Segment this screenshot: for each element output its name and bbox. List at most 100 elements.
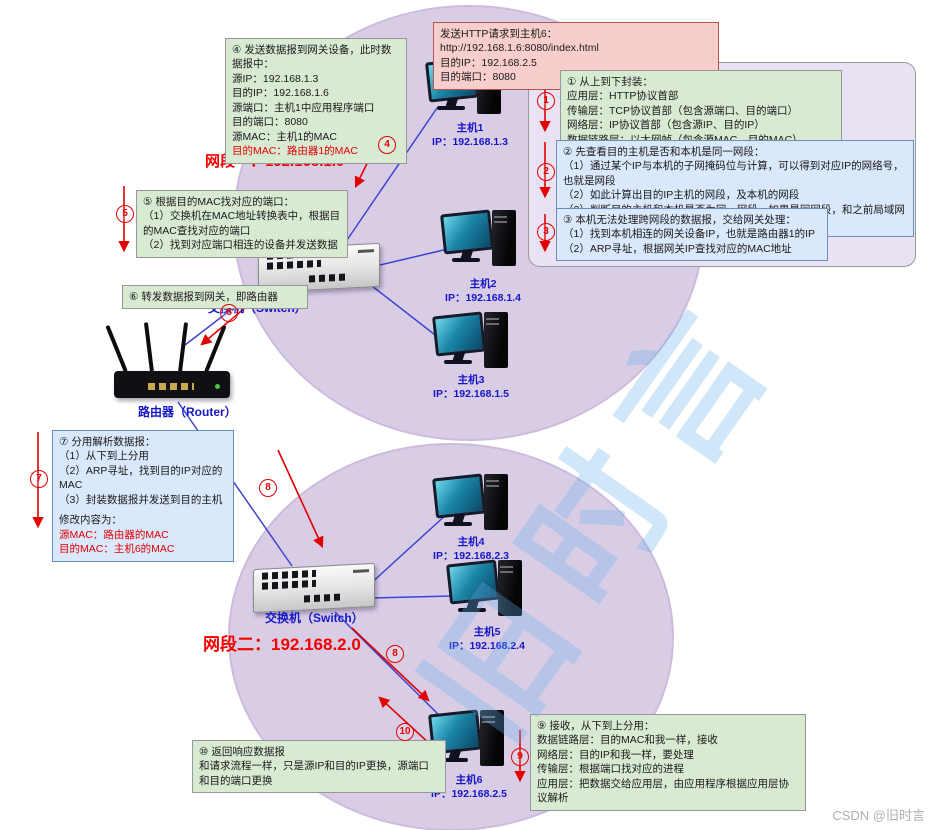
host3-label: 主机3 IP：192.168.1.5 [426, 374, 516, 401]
monitor-stand [445, 98, 459, 106]
note-line: （2）ARP寻址，根据网关IP查找对应的MAC地址 [563, 242, 792, 255]
note-line: （2）ARP寻址，找到目的IP对应的MAC [59, 464, 223, 492]
note-line: 网络层：目的IP和我一样，要处理 [537, 748, 694, 761]
host-ip: IP：192.168.2.5 [431, 787, 507, 800]
host-ip: IP：192.168.2.4 [449, 639, 525, 652]
note-line: （1）交换机在MAC地址转换表中，根据目的MAC查找对应的端口 [143, 210, 341, 237]
note-line: 源MAC：主机1的MAC [232, 130, 338, 143]
note-step9: ⑨ 接收，从下到上分用： 数据链路层：目的MAC和我一样，接收 网络层：目的IP… [530, 714, 806, 811]
host4 [432, 473, 512, 532]
host-name: 主机1 [456, 122, 484, 134]
step-marker-8b: 8 [386, 645, 404, 663]
step-marker-10: 10 [396, 723, 414, 741]
host2 [440, 209, 520, 268]
switch2 [253, 562, 375, 614]
computer-icon [428, 709, 508, 768]
note-line: ⑩ 返回响应数据报 [199, 746, 285, 758]
computer-icon [432, 311, 512, 370]
note-step4: ④ 发送数据报到网关设备，此时数据报中： 源IP：192.168.1.3 目的I… [225, 38, 407, 164]
computer-icon [446, 559, 526, 618]
router-label: 路由器（Router） [138, 405, 237, 419]
note-line: 目的端口：8080 [440, 71, 516, 84]
host-name: 主机2 [469, 278, 497, 290]
host2-label: 主机2 IP：192.168.1.4 [438, 278, 528, 305]
note-line: ② 先查看目的主机是否和本机是同一网段： [563, 146, 765, 158]
router-ports [148, 383, 194, 390]
note-line: 传输层：TCP协议首部（包含源端口、目的端口） [567, 104, 798, 117]
note-line: ④ 发送数据报到网关设备，此时数据报中： [232, 44, 392, 71]
switch-brand-mark [353, 569, 369, 573]
host-ip: IP：192.168.1.3 [432, 135, 508, 148]
note-step1: ① 从上到下封装： 应用层：HTTP协议首部 传输层：TCP协议首部（包含源端口… [560, 70, 842, 153]
note-line: 目的IP：192.168.2.5 [440, 56, 537, 69]
host-name: 主机3 [457, 374, 485, 386]
segment2-title: 网段二：192.168.2.0 [203, 635, 361, 654]
note-line: 修改内容为： [59, 514, 122, 527]
switch-ports [262, 569, 316, 580]
step-marker-2: 2 [537, 163, 555, 181]
host6-label: 主机6 IP：192.168.2.5 [424, 774, 514, 801]
link-switch2-host4 [367, 512, 449, 587]
note-line: 源端口：主机1中应用程序端口 [232, 101, 375, 114]
note-line: （1）找到本机相连的网关设备IP，也就是路由器1的IP [563, 228, 816, 241]
switch2-label: 交换机（Switch） [265, 611, 364, 625]
switch-ports [267, 259, 321, 270]
note-line: 发送HTTP请求到主机6：http://192.168.1.6:8080/ind… [440, 28, 599, 55]
note-line: （3）封装数据报并发送到目的主机 [59, 493, 223, 506]
note-step10: ⑩ 返回响应数据报 和请求流程一样，只是源IP和目的IP更换，源端口和目的端口更… [192, 740, 446, 794]
host4-label: 主机4 IP：192.168.2.3 [426, 536, 516, 563]
switch-brand-mark [358, 249, 374, 253]
host5 [446, 559, 526, 618]
link-switch2-host5 [371, 595, 453, 599]
note-line: 源IP：192.168.1.3 [232, 72, 319, 85]
host-name: 主机4 [457, 536, 485, 548]
note-line: 目的端口：8080 [232, 116, 308, 129]
monitor-base [437, 106, 465, 110]
note-line: ⑨ 接收，从下到上分用： [537, 720, 655, 732]
note-line: （2）找到对应端口相连的设备并发送数据 [143, 239, 338, 252]
router [105, 316, 234, 400]
host-name: 主机5 [473, 626, 501, 638]
note-line: 传输层：根据端口找对应的进程 [537, 763, 684, 776]
step-marker-1: 1 [537, 92, 555, 110]
host-ip: IP：192.168.1.4 [445, 291, 521, 304]
router-antenna [178, 322, 189, 373]
switch-ports [309, 273, 349, 283]
step-marker-5: 5 [116, 205, 134, 223]
note-line: 和请求流程一样，只是源IP和目的IP更换，源端口和目的端口更换 [199, 760, 429, 787]
host5-label: 主机5 IP：192.168.2.4 [442, 626, 532, 653]
switch-icon [253, 562, 375, 614]
note-step6: ⑥ 转发数据报到网关，即路由器 [122, 285, 308, 310]
red-flow-arrows [32, 74, 551, 783]
note-step3: ③ 本机无法处理跨网段的数据报，交给网关处理： （1）找到本机相连的网关设备IP… [556, 208, 828, 262]
arrow-step8a [277, 449, 324, 549]
host1-label: 主机1 IP：192.168.1.3 [425, 122, 515, 149]
host6 [428, 709, 508, 768]
note-line: ⑥ 转发数据报到网关，即路由器 [129, 291, 278, 303]
router-body [114, 371, 230, 398]
note-line-red: 目的MAC：路由器1的MAC [232, 145, 359, 158]
note-line: （2）如此计算出目的IP主机的网段，及本机的网段 [563, 189, 800, 202]
note-line: ⑦ 分用解析数据报： [59, 436, 156, 448]
arrow-step10 [378, 696, 433, 747]
note-line: （1）通过某个IP与本机的子网掩码位与计算，可以得到对应IP的网络号，也就是网段 [563, 160, 904, 187]
router-antenna [143, 322, 154, 373]
note-step5: ⑤ 根据目的MAC找对应的端口： （1）交换机在MAC地址转换表中，根据目的MA… [136, 190, 348, 258]
note-line: 数据链路层：目的MAC和我一样，接收 [537, 734, 718, 747]
note-line: ① 从上到下封装： [567, 76, 653, 88]
link-router-switch2 [177, 401, 293, 567]
step-marker-6: 6 [220, 304, 238, 322]
computer-icon [440, 209, 520, 268]
note-line: ⑤ 根据目的MAC找对应的端口： [143, 196, 295, 208]
note-step7: ⑦ 分用解析数据报： （1）从下到上分用 （2）ARP寻址，找到目的IP对应的M… [52, 430, 234, 562]
router-icon [105, 316, 234, 400]
note-line: 应用层：把数据交给应用层，由应用程序根据应用层协议解析 [537, 777, 789, 805]
step-marker-3: 3 [537, 223, 555, 241]
router-led [215, 384, 220, 389]
note-line: 网络层：IP协议首部（包含源IP、目的IP） [567, 119, 765, 132]
host-ip: IP：192.168.1.5 [433, 387, 509, 400]
computer-icon [432, 473, 512, 532]
host3 [432, 311, 512, 370]
note-line: 目的IP：192.168.1.6 [232, 87, 329, 100]
arrow-step8b [351, 627, 430, 702]
